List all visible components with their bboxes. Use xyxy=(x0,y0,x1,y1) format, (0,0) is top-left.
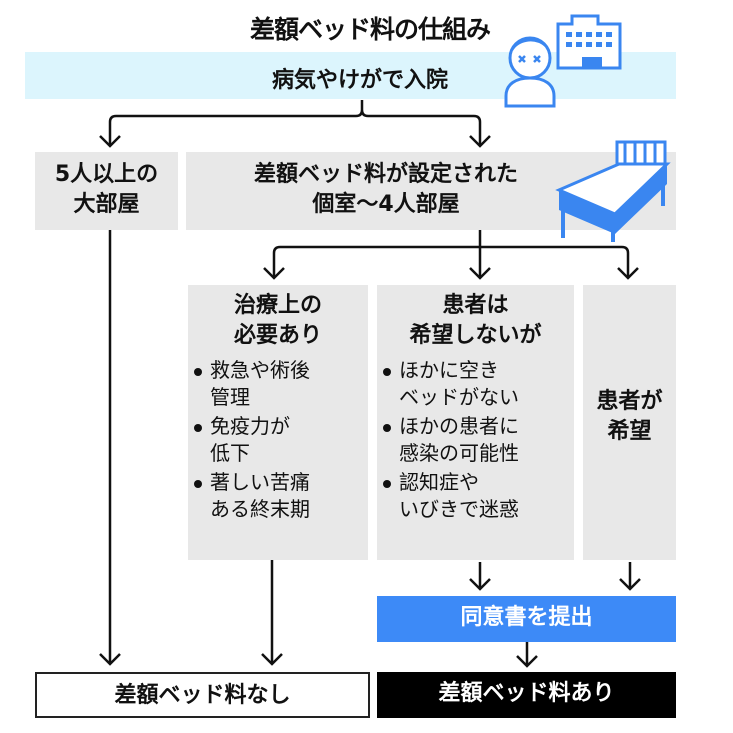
result-no-charge: 差額ベッド料なし xyxy=(35,672,370,718)
case-item: 著しい苦痛ある終末期 xyxy=(188,469,368,523)
private-room-line2: 個室〜4人部屋 xyxy=(312,192,460,217)
arrow-request-to-consent xyxy=(619,562,641,591)
start-label: 病気やけがで入院 xyxy=(271,68,448,93)
bed-icon xyxy=(555,140,671,242)
result-charged: 差額ベッド料あり xyxy=(377,672,676,718)
case-title: 患者が xyxy=(596,389,663,414)
case-unwanted-but: 患者は 希望しないが ほかに空きベッドがない ほかの患者に感染の可能性 認知症や… xyxy=(377,285,574,560)
case-item: 免疫力が低下 xyxy=(188,413,368,467)
arrow-split-admission xyxy=(108,100,482,146)
arrow-consent-to-charged xyxy=(516,642,538,668)
case-item: 救急や術後管理 xyxy=(188,357,368,411)
case-title: 必要あり xyxy=(233,323,322,348)
hospital-patient-icon xyxy=(504,14,622,108)
arrow-split-private xyxy=(272,230,630,278)
case-item: ほかに空きベッドがない xyxy=(377,357,574,411)
large-room-box: 5人以上の 大部屋 xyxy=(35,152,178,230)
arrow-medical-to-none xyxy=(261,560,283,666)
case-title: 希望しないが xyxy=(409,323,542,348)
arrow-unwanted-to-consent xyxy=(469,562,491,591)
arrow-large-room-to-none xyxy=(99,230,121,666)
case-title: 治療上の xyxy=(233,293,322,318)
diagram-title: 差額ベッド料の仕組み xyxy=(249,15,491,44)
consent-box: 同意書を提出 xyxy=(377,596,676,642)
large-room-line1: 5人以上の xyxy=(54,162,159,187)
case-item: ほかの患者に感染の可能性 xyxy=(377,413,574,467)
case-title: 患者は xyxy=(442,293,509,318)
case-patient-request: 患者が 希望 xyxy=(583,285,676,560)
case-item: 認知症やいびきで迷惑 xyxy=(377,469,574,523)
private-room-line1: 差額ベッド料が設定された xyxy=(253,162,518,187)
case-title: 希望 xyxy=(607,419,652,444)
large-room-line2: 大部屋 xyxy=(73,192,140,217)
case-medical-necessity: 治療上の 必要あり 救急や術後管理 免疫力が低下 著しい苦痛ある終末期 xyxy=(188,285,368,560)
